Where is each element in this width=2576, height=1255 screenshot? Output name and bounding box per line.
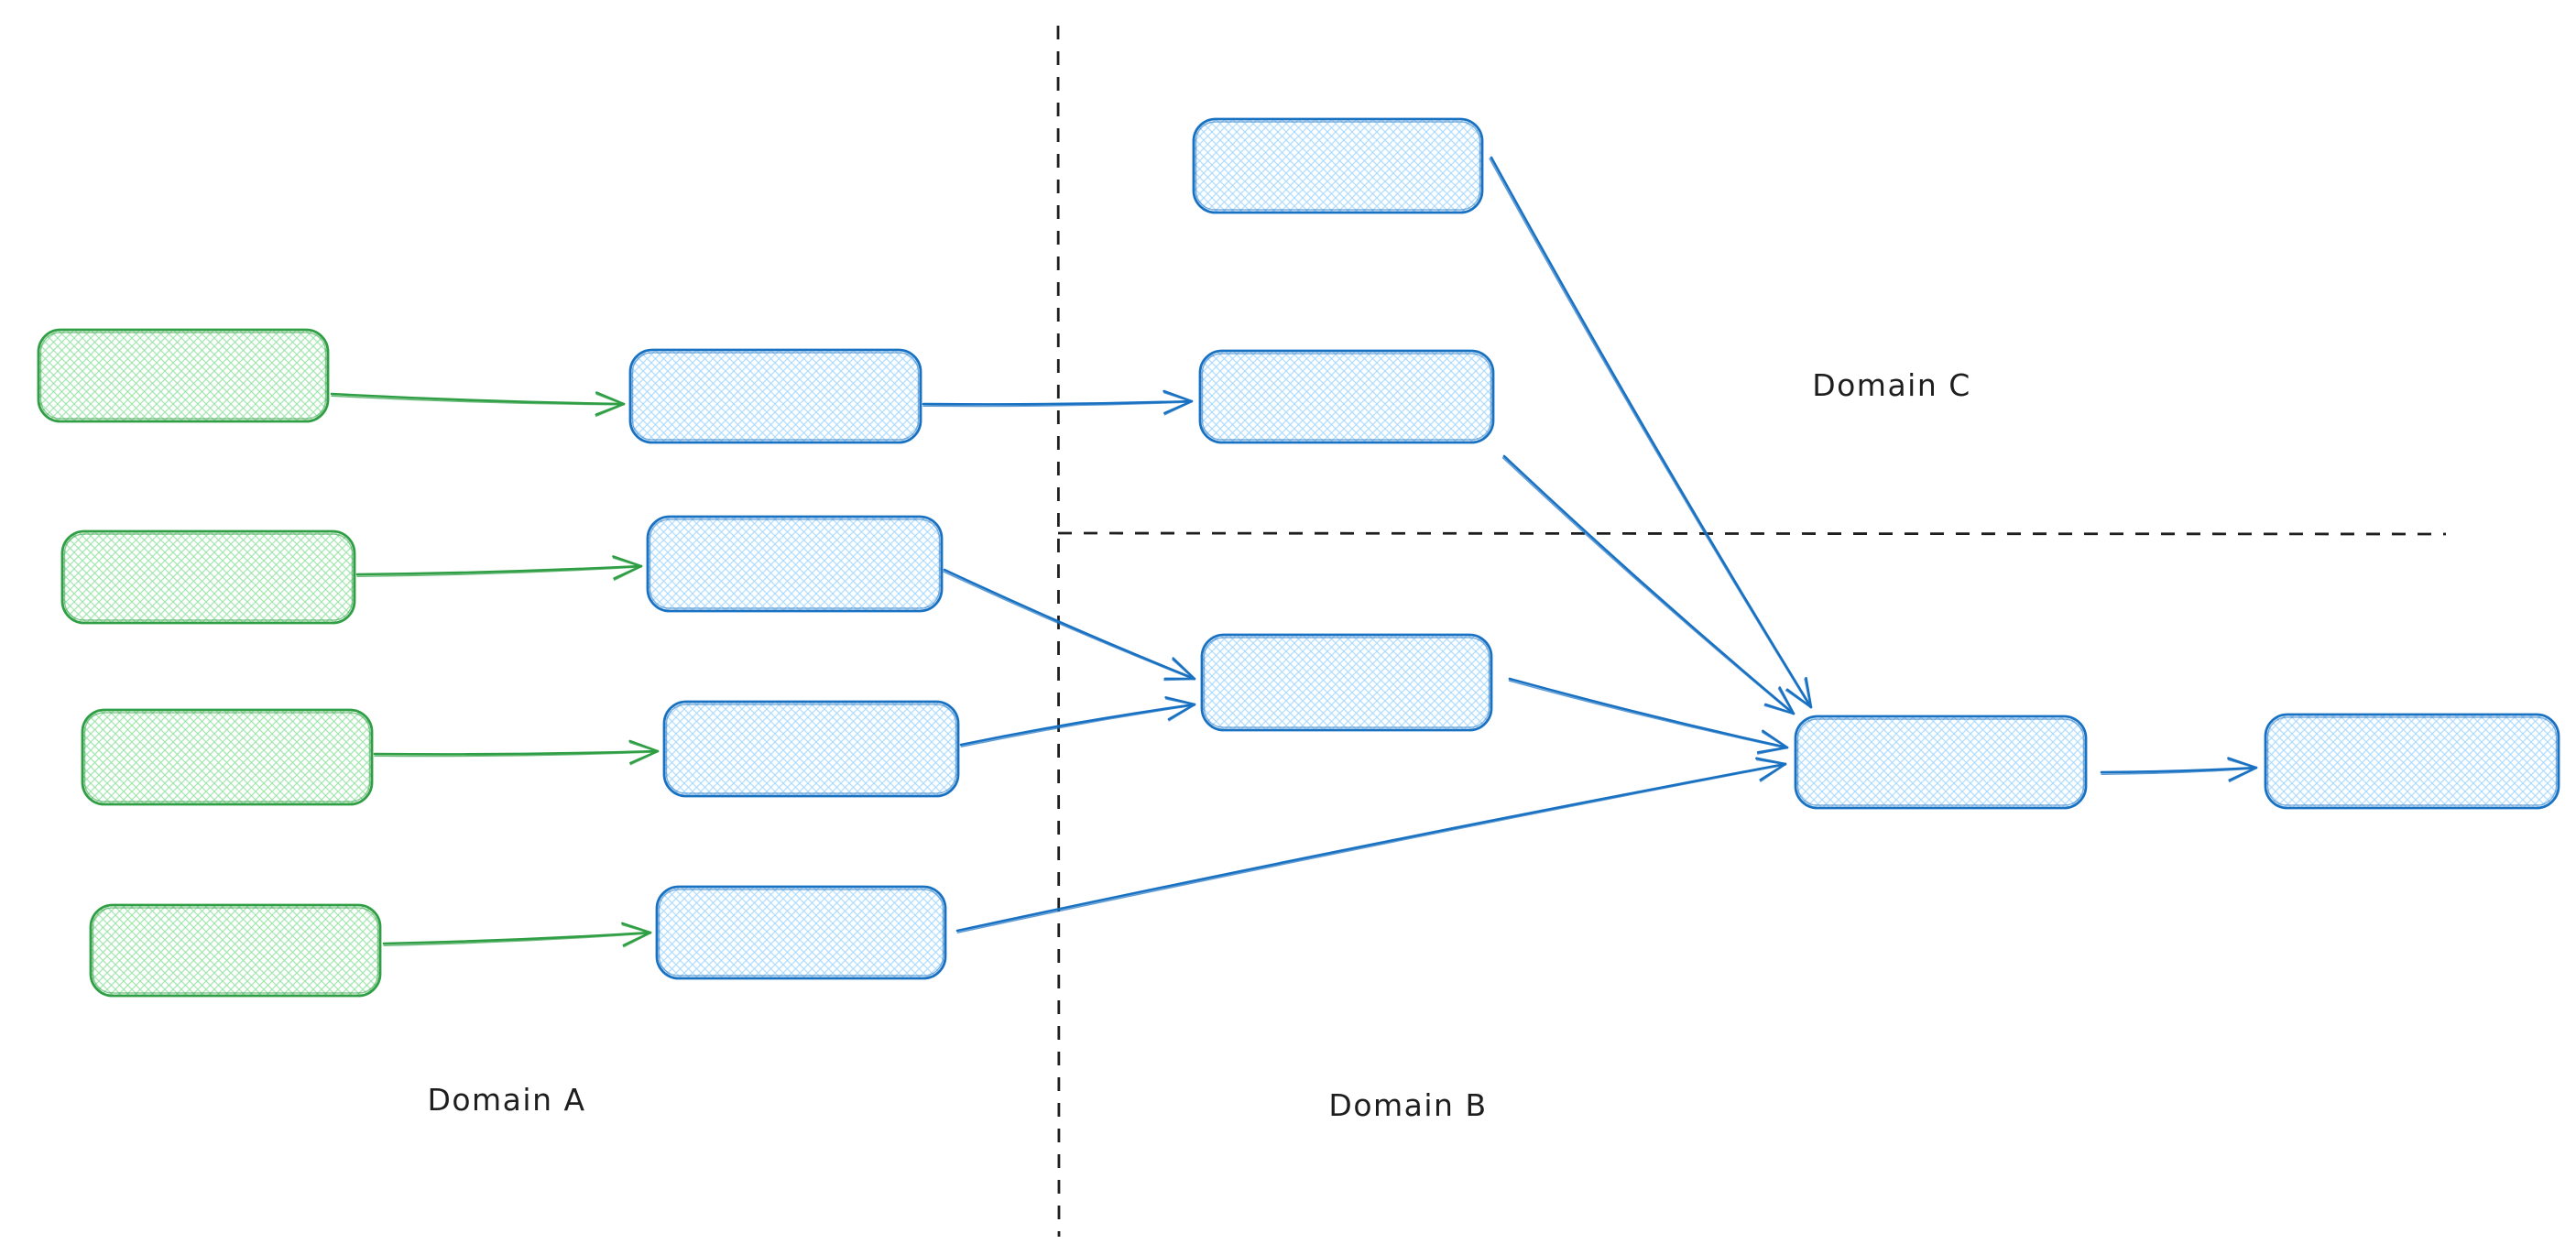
arrow-a4-c1 [955, 757, 1787, 933]
dividers-layer [1056, 25, 2447, 1238]
box-g3 [81, 708, 374, 806]
arrow-g1-a1 [330, 391, 626, 418]
box-c1 [1794, 715, 2088, 810]
box-b3 [1200, 633, 1493, 732]
box-b2 [1198, 349, 1495, 444]
arrow-g4-a4 [382, 922, 652, 948]
box-a2 [646, 515, 944, 613]
domain-a-label: Domain A [427, 1082, 585, 1118]
nodes-layer [37, 117, 2560, 998]
arrow-a1-b2 [922, 389, 1194, 416]
arrow-a2-b3 [943, 568, 1196, 682]
horizontal-divider [1057, 531, 2447, 536]
edges-layer [330, 156, 2258, 948]
arrow-c1-c2 [2100, 757, 2258, 783]
box-a4 [655, 885, 947, 980]
box-c2 [2264, 713, 2560, 810]
box-g4 [89, 903, 382, 998]
arrow-b1-c1 [1489, 156, 1813, 709]
arrow-b2-c1 [1501, 454, 1796, 715]
box-g2 [60, 529, 356, 625]
vertical-divider [1056, 25, 1061, 1238]
arrow-a3-b3 [959, 696, 1196, 748]
labels-layer: Domain A Domain B Domain C [427, 367, 1970, 1123]
box-a1 [628, 348, 922, 444]
box-b1 [1192, 117, 1484, 214]
arrow-b3-c1 [1508, 677, 1789, 755]
box-a3 [662, 700, 960, 798]
box-g1 [37, 328, 330, 423]
arrow-g2-a2 [355, 555, 643, 581]
arrow-g3-a3 [373, 739, 660, 766]
domain-c-label: Domain C [1812, 367, 1971, 403]
domain-b-label: Domain B [1328, 1087, 1487, 1123]
